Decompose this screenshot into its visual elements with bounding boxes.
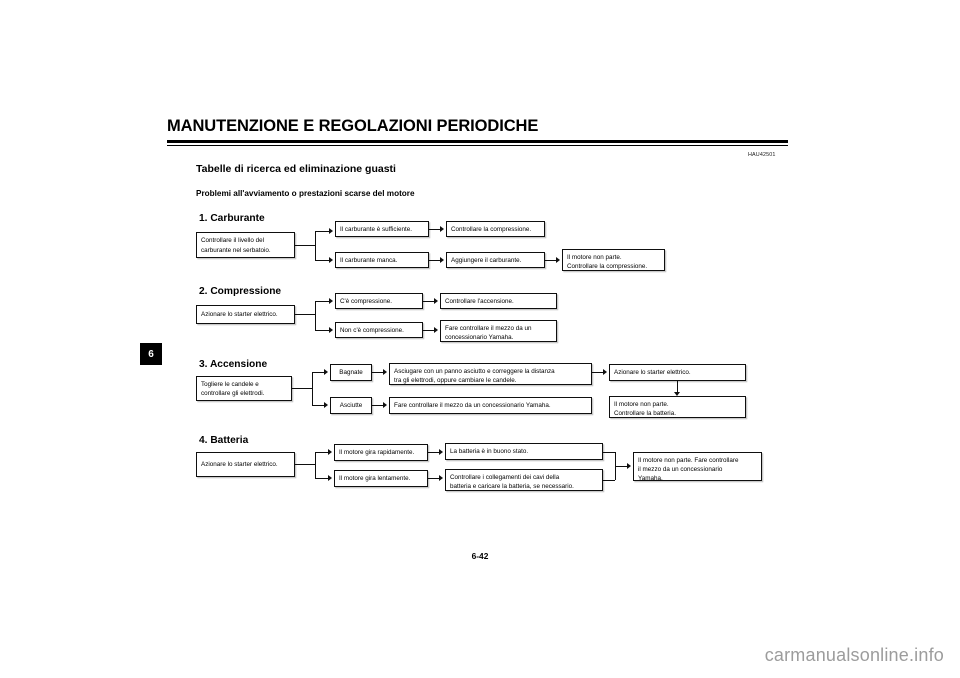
flow4-result-top-box: La batteria è in buono stato. (445, 443, 603, 460)
flow3-result-bottom-box: Fare controllare il mezzo da un concessi… (389, 397, 592, 414)
flow3-arrow-bottom2 (383, 402, 387, 408)
flow4-branch-bottom-box: Il motore gira lentamente. (334, 470, 428, 487)
flow3-final-bottom-box: Il motore non parte.Controllare la batte… (609, 396, 746, 418)
flow1-branch-top-box: Il carburante è sufficiente. (335, 221, 429, 237)
flow4-arrow-bottom (328, 475, 332, 481)
flow1-result-bottom-box: Aggiungere il carburante. (446, 252, 545, 268)
flow3-connector-final (592, 372, 603, 373)
flow3-connector-top (312, 372, 324, 373)
flow2-connector-bottom2 (423, 330, 434, 331)
flow3-connector-top2 (372, 372, 383, 373)
flow1-arrow-final (556, 257, 560, 263)
flow3-result-top-box: Asciugare con un panno asciutto e correg… (389, 363, 592, 385)
flow4-split-vertical (315, 452, 316, 478)
flow2-arrow-bottom2 (434, 327, 438, 333)
flow-heading-batteria: 4. Batteria (199, 435, 249, 446)
flow4-branch-top-box: Il motore gira rapidamente. (334, 444, 428, 461)
flow1-arrow-top (329, 228, 333, 234)
flow4-merge-out (615, 466, 627, 467)
flow2-branch-top-box: C'è compressione. (335, 293, 423, 309)
flow2-arrow-top2 (434, 298, 438, 304)
header-rule-thin (167, 144, 788, 146)
flow2-result-top-box: Controllare l'accensione. (440, 293, 557, 309)
flow2-start-box: Azionare lo starter elettrico. (196, 305, 295, 324)
section-title: Tabelle di ricerca ed eliminazione guast… (196, 163, 396, 175)
flow-heading-compressione: 2. Compressione (199, 286, 282, 297)
page-title: MANUTENZIONE E REGOLAZIONI PERIODICHE (167, 117, 539, 135)
header-rule-thick (167, 140, 788, 143)
flow1-arrow-bottom (329, 257, 333, 263)
flow1-connector-top2 (429, 229, 440, 230)
flow2-arrow-bottom (329, 327, 333, 333)
flow4-arrow-final (627, 463, 631, 469)
flow3-split-vertical (312, 372, 313, 405)
flow1-connector-bottom2 (429, 260, 440, 261)
document-code: HAU42501 (748, 152, 776, 158)
flow3-branch-top-box: Bagnate (330, 364, 372, 381)
flow1-connector-bottom (315, 260, 329, 261)
flow1-connector-final (545, 260, 556, 261)
flow4-merge-bottom (603, 480, 615, 481)
flow1-arrow-top2 (440, 226, 444, 232)
flow1-connector-start (295, 245, 315, 246)
chapter-tab-marker: 6 (140, 343, 162, 365)
page-number: 6-42 (471, 551, 489, 561)
flow3-arrow-top2 (383, 369, 387, 375)
flow-heading-carburante: 1. Carburante (199, 213, 265, 224)
flow3-arrow-top (324, 369, 328, 375)
flow4-connector-start (295, 464, 315, 465)
watermark: carmanualsonline.info (764, 645, 944, 665)
flow3-vertical-connector (677, 381, 678, 392)
flow3-arrow-bottom (324, 402, 328, 408)
flow3-connector-bottom (312, 405, 324, 406)
flow1-arrow-bottom2 (440, 257, 444, 263)
flow2-connector-bottom (315, 330, 329, 331)
flow4-arrow-top2 (439, 449, 443, 455)
flow4-connector-top2 (428, 452, 439, 453)
flow4-merge-top (603, 452, 615, 453)
flow3-connector-bottom2 (372, 405, 383, 406)
flow3-final-top-box: Azionare lo starter elettrico. (609, 364, 746, 381)
flow1-split-vertical (315, 231, 316, 260)
flow3-connector-start (292, 388, 312, 389)
flow2-branch-bottom-box: Non c'è compressione. (335, 322, 423, 338)
flow4-connector-bottom (315, 478, 328, 479)
flow2-connector-top2 (423, 301, 434, 302)
flow1-result-top-box: Controllare la compressione. (446, 221, 545, 237)
flow1-branch-bottom-box: Il carburante manca. (335, 252, 429, 268)
flow4-start-box: Azionare lo starter elettrico. (196, 452, 295, 477)
flow4-result-bottom-box: Controllare i collegamenti dei cavi dell… (445, 469, 603, 491)
flow3-arrow-final (603, 369, 607, 375)
flow4-connector-top (315, 452, 328, 453)
flow2-connector-start (295, 314, 315, 315)
flow2-connector-top (315, 301, 329, 302)
flow4-arrow-top (328, 449, 332, 455)
flow1-connector-top (315, 231, 329, 232)
flow2-split-vertical (315, 301, 316, 330)
flow3-arrow-down (674, 392, 680, 396)
flow-heading-accensione: 3. Accensione (199, 359, 268, 370)
flow1-final-box: Il motore non parte.Controllare la compr… (562, 249, 665, 271)
flow3-branch-bottom-box: Asciutte (330, 397, 372, 414)
section-subtitle: Problemi all'avviamento o prestazioni sc… (196, 189, 415, 198)
flow4-arrow-bottom2 (439, 475, 443, 481)
flow2-arrow-top (329, 298, 333, 304)
flow4-connector-bottom2 (428, 478, 439, 479)
